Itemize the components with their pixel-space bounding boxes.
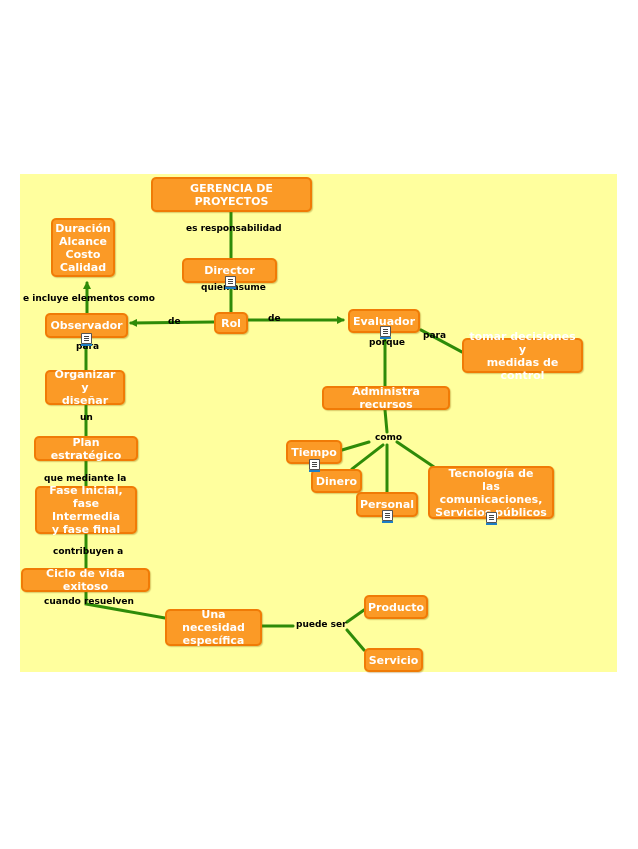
node-fase-inicial-intermedia-final[interactable]: Fase Inicial, fase Intermedia y fase fin… xyxy=(35,484,137,536)
label-que-mediante-la: que mediante la xyxy=(44,474,127,484)
document-icon[interactable] xyxy=(380,326,391,339)
label-de-observador: de xyxy=(168,317,181,327)
link-administra-como xyxy=(383,408,389,434)
label-para-observador: para xyxy=(76,342,100,352)
label-cuando-resuelven: cuando resuelven xyxy=(44,597,134,607)
link-puedeser-servicio xyxy=(345,628,366,652)
link-como-tiempo xyxy=(340,440,371,452)
label-que-incluye: e incluye elementos como xyxy=(23,294,155,304)
document-icon[interactable] xyxy=(81,333,92,346)
label-porque: porque xyxy=(369,338,406,348)
link-evaluador-tomar xyxy=(419,328,464,354)
node-una-necesidad-especifica[interactable]: Una necesidad específica xyxy=(165,608,262,647)
node-tecnologia-comunicaciones[interactable]: Tecnología de las comunicaciones, Servic… xyxy=(428,466,554,519)
link-ciclo-necesidad xyxy=(84,590,167,620)
document-icon[interactable] xyxy=(309,459,320,472)
label-un: un xyxy=(80,413,93,423)
document-icon[interactable] xyxy=(486,512,497,525)
label-de-evaluador: de xyxy=(268,314,281,324)
link-como-tecnologia xyxy=(395,440,436,469)
node-producto[interactable]: Producto xyxy=(364,595,428,619)
link-rol-observador xyxy=(129,318,216,327)
node-servicio[interactable]: Servicio xyxy=(364,648,423,672)
document-icon[interactable] xyxy=(382,510,393,523)
label-es-responsabilidad: es responsabilidad xyxy=(186,224,282,234)
label-contribuyen-a: contribuyen a xyxy=(53,547,124,557)
label-para-evaluador: para xyxy=(423,331,447,341)
node-dinero[interactable]: Dinero xyxy=(311,469,362,493)
link-como-dinero xyxy=(350,443,385,471)
node-rol[interactable]: Rol xyxy=(214,312,248,334)
node-gerencia-de-proyectos[interactable]: GERENCIA DE PROYECTOS xyxy=(151,177,312,212)
node-organizar-y-disenar[interactable]: Organizar y diseñar xyxy=(45,368,125,407)
node-duracion-alcance-costo-calidad[interactable]: Duración Alcance Costo Calidad xyxy=(51,218,115,277)
link-puedeser-producto xyxy=(345,608,366,624)
node-administra-recursos[interactable]: Administra recursos xyxy=(322,385,450,411)
node-tomar-decisiones[interactable]: tomar decisiones y medidas de control xyxy=(462,330,583,382)
node-ciclo-de-vida-exitoso[interactable]: Ciclo de vida exitoso xyxy=(21,567,150,593)
label-puede-ser: puede ser xyxy=(296,620,347,630)
node-plan-estrategico[interactable]: Plan estratégico xyxy=(34,436,138,462)
document-icon[interactable] xyxy=(225,276,236,289)
label-como: como xyxy=(375,433,403,443)
